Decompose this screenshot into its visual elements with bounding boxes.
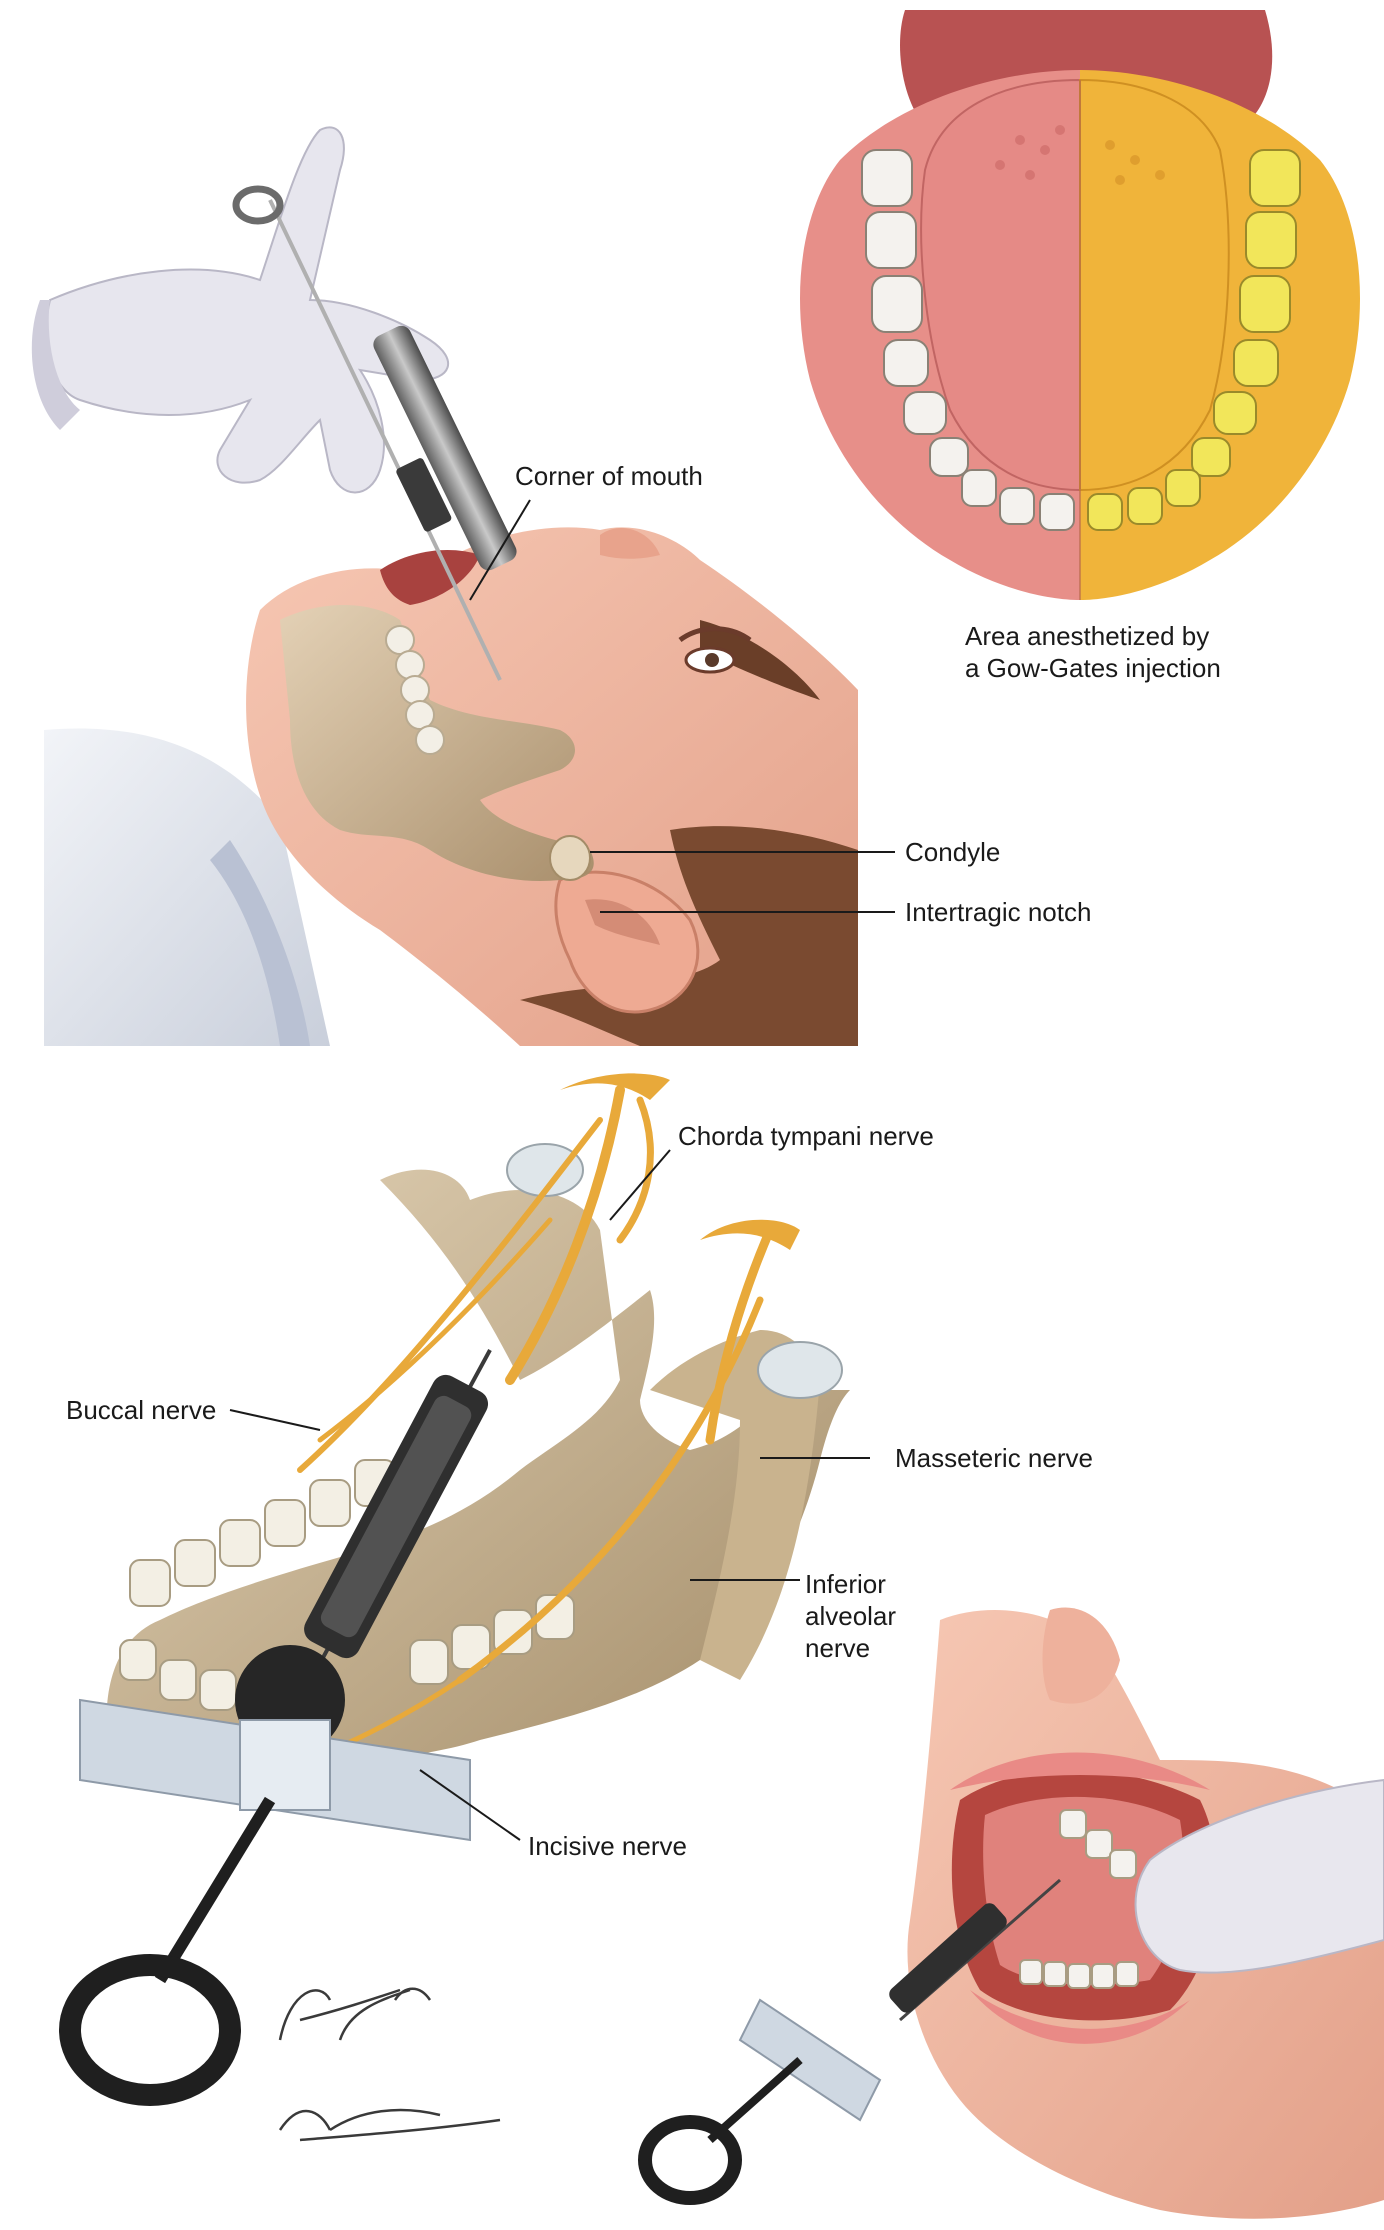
leader-lines	[229, 499, 895, 1841]
patient-gown	[44, 728, 330, 1046]
mandible-ramus	[650, 1330, 820, 1680]
mandible-bone	[106, 1169, 850, 1794]
mandible-nerve-panel	[59, 1073, 850, 2106]
label-inferior-alveolar-nerve: Inferior alveolar nerve	[805, 1568, 896, 1664]
lower-front-teeth	[1019, 1959, 1139, 1989]
label-buccal-nerve: Buccal nerve	[66, 1395, 217, 1425]
lower-teeth-right-anesthetized	[1087, 149, 1301, 531]
mandible-teeth	[385, 625, 445, 755]
label-area-anesthetized-line2: a Gow-Gates injection	[965, 653, 1221, 683]
signature-carter	[278, 2108, 501, 2142]
label-masseteric-nerve: Masseteric nerve	[895, 1443, 1093, 1473]
syringe-bottom	[59, 1349, 492, 2106]
label-condyle: Condyle	[905, 837, 1001, 867]
leader-corner-of-mouth	[469, 499, 531, 601]
syringe-top	[232, 185, 517, 681]
condyle-knob	[549, 835, 591, 881]
signature-netter	[278, 1987, 432, 2041]
label-inferior-alveolar-line2: alveolar	[805, 1601, 897, 1631]
open-mouth-panel	[638, 1607, 1384, 2219]
patient-mouth	[380, 550, 480, 605]
artist-signatures	[278, 1987, 501, 2142]
tongue-papillae	[995, 125, 1065, 180]
label-incisive-nerve: Incisive nerve	[528, 1831, 687, 1861]
tongue-anesthesia-panel	[800, 10, 1360, 600]
patient-injection-panel	[31, 126, 859, 1046]
tongue-left	[920, 78, 1081, 492]
label-intertragic-notch: Intertragic notch	[905, 897, 1092, 927]
leader-chorda-tympani	[609, 1149, 671, 1221]
label-area-anesthetized-line1: Area anesthetized by	[965, 621, 1210, 651]
label-inferior-alveolar-line3: nerve	[805, 1633, 871, 1663]
label-inferior-alveolar-line1: Inferior	[805, 1569, 886, 1599]
label-corner-of-mouth: Corner of mouth	[515, 461, 703, 491]
retracting-finger	[1134, 1778, 1384, 1974]
label-area-anesthetized: Area anesthetized by a Gow-Gates injecti…	[965, 620, 1221, 684]
syringe-small	[638, 1878, 1061, 2205]
face-nose	[1042, 1607, 1120, 1704]
gloved-hand	[45, 126, 450, 494]
leader-incisive	[419, 1769, 521, 1841]
mandible-teeth-rows	[119, 1459, 575, 1711]
lower-teeth-left	[861, 149, 1075, 531]
label-chorda-tympani-nerve: Chorda tympani nerve	[678, 1121, 934, 1151]
leader-buccal-nerve	[229, 1409, 321, 1431]
patient-nose	[600, 527, 660, 559]
